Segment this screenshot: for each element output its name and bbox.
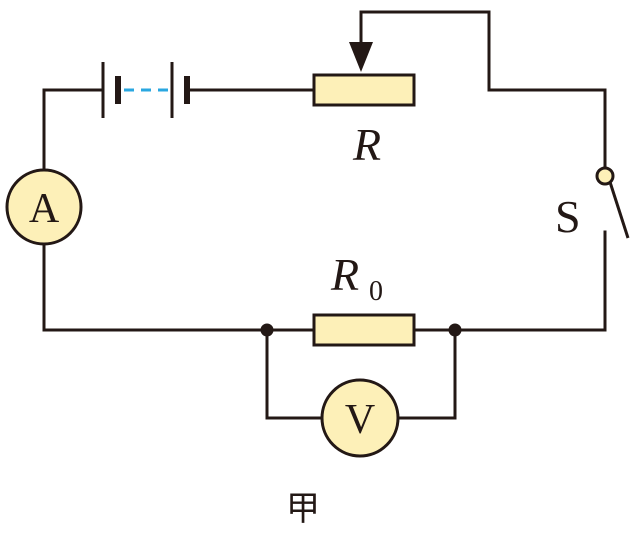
ammeter-icon [5, 168, 83, 246]
voltmeter-icon [320, 378, 400, 458]
junction-dot-left [260, 323, 274, 337]
wire-slider-loop [359, 10, 607, 170]
resistor-r0-label: R [330, 249, 359, 300]
figure-caption: 甲 [286, 489, 320, 529]
ammeter-label: A [29, 186, 60, 232]
switch-label: S [555, 191, 581, 242]
junction-dot-right [448, 323, 462, 337]
resistor-r0-subscript: 0 [369, 276, 383, 307]
switch-icon [595, 166, 630, 239]
wire-voltmeter-branch [265, 328, 457, 420]
resistor-r0-body [312, 313, 416, 347]
rheostat-label: R [352, 119, 381, 170]
slider-arrow-icon [349, 42, 373, 72]
voltmeter-label: V [345, 397, 375, 443]
battery-icon [101, 62, 190, 118]
rheostat-body [312, 73, 416, 107]
